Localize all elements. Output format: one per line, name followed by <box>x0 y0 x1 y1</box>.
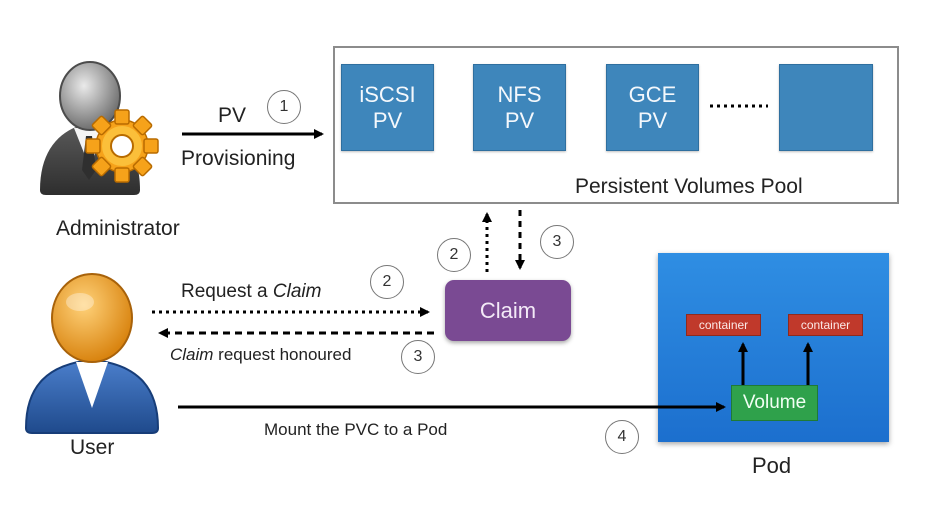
step-marker-2-pool: 2 <box>437 238 471 272</box>
container-box-right: container <box>788 314 863 336</box>
gear-icon <box>85 109 159 183</box>
claim-honoured-label: Claim request honoured <box>170 345 351 365</box>
pv-suffix-label: PV <box>504 107 535 133</box>
user-label: User <box>70 436 115 459</box>
step-marker-2-request: 2 <box>370 265 404 299</box>
pv-provisioning-label-line1: PV <box>218 104 247 127</box>
mount-pvc-label: Mount the PVC to a Pod <box>264 420 448 439</box>
claim-label: Claim <box>479 297 537 323</box>
pv-suffix-label: PV <box>372 107 403 133</box>
pv-gce: GCE PV <box>606 64 699 151</box>
step-marker-4: 4 <box>605 420 639 454</box>
administrator-icon <box>40 61 159 195</box>
volume-label: Volume <box>742 392 807 413</box>
container-label: container <box>698 318 749 332</box>
pv-type-label: iSCSI <box>359 81 416 107</box>
administrator-label: Administrator <box>56 217 180 240</box>
step-marker-3-honoured: 3 <box>401 340 435 374</box>
pv-type-label: NFS <box>497 81 542 107</box>
step-marker-1: 1 <box>267 90 301 124</box>
pv-type-label: GCE <box>628 81 677 107</box>
pv-nfs: NFS PV <box>473 64 566 151</box>
request-claim-label: Request a Claim <box>181 281 321 303</box>
container-label: container <box>800 318 851 332</box>
step-marker-3-pool: 3 <box>540 225 574 259</box>
container-box-left: container <box>686 314 761 336</box>
honoured-suffix: request honoured <box>213 345 352 364</box>
volume-box: Volume <box>731 385 818 421</box>
pv-suffix-label: PV <box>637 107 668 133</box>
pv-blank <box>779 64 873 151</box>
request-claim-word: Claim <box>272 281 322 302</box>
claim-box: Claim <box>445 280 571 341</box>
honoured-claim-word: Claim <box>170 345 214 364</box>
pv-iscsi: iSCSI PV <box>341 64 434 151</box>
pod-label: Pod <box>752 453 792 478</box>
request-prefix: Request a <box>181 281 273 302</box>
user-icon <box>24 273 160 434</box>
pool-caption: Persistent Volumes Pool <box>575 175 803 198</box>
pv-provisioning-label-line2: Provisioning <box>181 147 296 170</box>
